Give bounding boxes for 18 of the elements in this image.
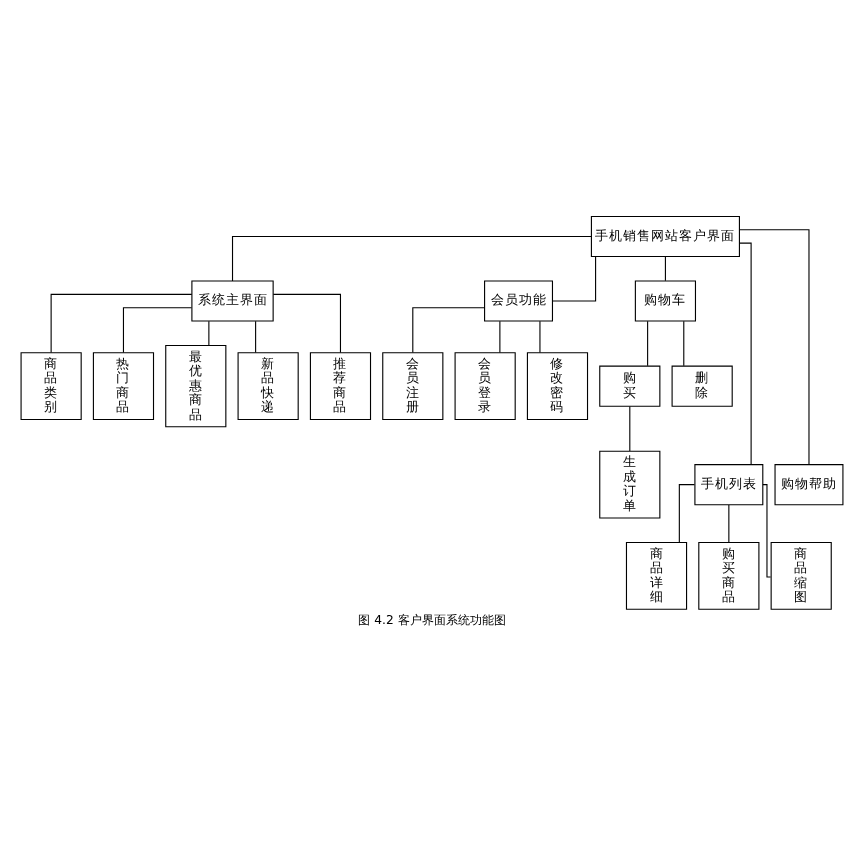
connector	[683, 319, 685, 366]
connector	[629, 405, 631, 451]
connector	[412, 306, 486, 352]
connector	[272, 292, 342, 353]
connector	[231, 234, 592, 281]
connector	[499, 319, 501, 353]
connector	[50, 292, 193, 353]
connector	[539, 319, 541, 353]
connector	[664, 255, 666, 281]
connector	[647, 319, 649, 366]
connector	[728, 503, 730, 542]
connector	[739, 228, 810, 464]
connector	[552, 255, 597, 301]
connector	[122, 306, 193, 352]
connector	[208, 319, 210, 345]
connector	[255, 319, 257, 353]
connector	[739, 241, 752, 465]
connector	[678, 483, 695, 542]
